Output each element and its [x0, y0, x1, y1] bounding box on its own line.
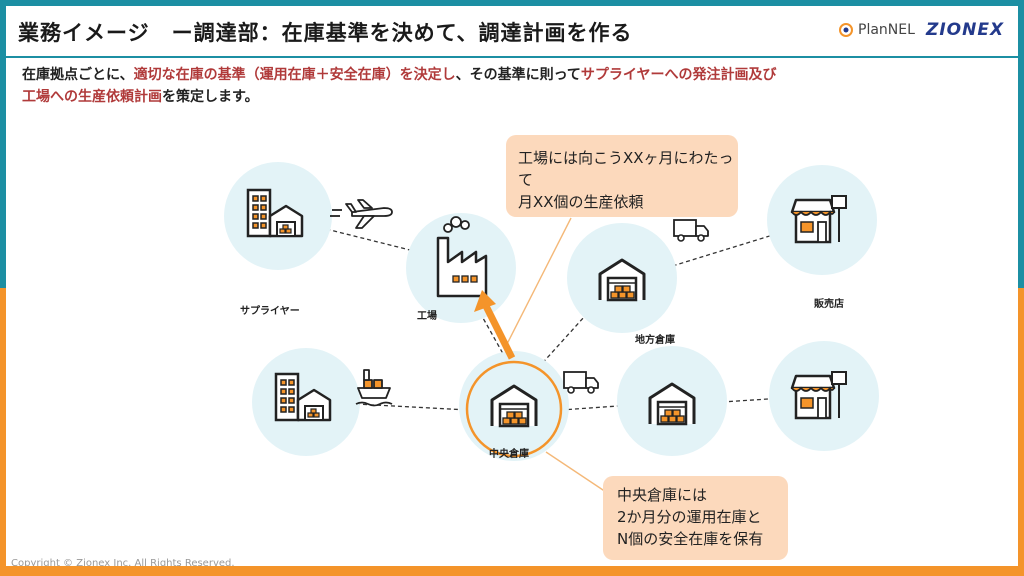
- desc-part-3: を策定します。: [162, 89, 259, 105]
- network-diagram: [224, 162, 879, 493]
- connector-supplier-central: [355, 403, 469, 411]
- central-warehouse-highlight-ring: [465, 360, 563, 458]
- central-callout-line-1: 中央倉庫には: [617, 486, 708, 504]
- desc-part-1: 在庫拠点ごとに、: [22, 67, 134, 83]
- store-label: 販売店: [814, 299, 844, 310]
- connector-central-regional-bottom: [560, 405, 619, 411]
- truck-icon-bottom: [563, 371, 599, 394]
- desc-highlight-3: 工場への生産依頼計画: [22, 89, 162, 105]
- connector-regional-store-bottom: [721, 398, 769, 403]
- callout-central-pointer: [545, 451, 607, 493]
- title-bar: 業務イメージ ー調達部：在庫基準を決めて、調達計画を作る PlanNEL ZIO…: [6, 6, 1018, 58]
- page-title: 業務イメージ ー調達部：在庫基準を決めて、調達計画を作る: [18, 21, 633, 45]
- callout-factory-pointer: [505, 217, 572, 347]
- central-callout-line-2: 2か月分の運用在庫と: [617, 508, 762, 526]
- truck-icon-top: [673, 219, 709, 242]
- central-warehouse-label: 中央倉庫: [489, 449, 529, 460]
- ship-icon: [355, 369, 393, 407]
- central-callout-line-3: N個の安全在庫を保有: [617, 530, 764, 548]
- airplane-icon: [330, 199, 393, 229]
- factory-label: 工場: [417, 311, 437, 322]
- regional-warehouse-label: 地方倉庫: [635, 335, 675, 346]
- factory-callout-line-1: 工場には向こうXXヶ月にわたって: [518, 149, 734, 189]
- desc-part-2: 、その基準に則って: [455, 67, 581, 83]
- zionex-logo: ZIONEX: [926, 20, 1005, 40]
- slide: 業務イメージ ー調達部：在庫基準を決めて、調達計画を作る PlanNEL ZIO…: [6, 6, 1018, 566]
- factory-callout: 工場には向こうXXヶ月にわたって 月XX個の生産依頼: [506, 135, 738, 217]
- factory-callout-line-2: 月XX個の生産依頼: [518, 193, 644, 211]
- connector-regional-store-top: [665, 233, 777, 269]
- plannel-logo: PlanNEL: [839, 22, 915, 38]
- desc-highlight-2: サプライヤーへの発注計画及び: [580, 67, 777, 83]
- connector-central-factory: [482, 317, 507, 360]
- supplier-label: サプライヤー: [240, 306, 300, 317]
- plannel-logo-icon: [839, 23, 853, 37]
- description-text: 在庫拠点ごとに、適切な在庫の基準（運用在庫＋安全在庫）を決定し、その基準に則って…: [22, 64, 1007, 108]
- copyright-text: Copyright © Zionex Inc. All Rights Reser…: [11, 558, 235, 566]
- desc-highlight-1: 適切な在庫の基準（運用在庫＋安全在庫）を決定し: [133, 67, 456, 83]
- production-request-arrow: [474, 290, 516, 360]
- central-warehouse-callout: 中央倉庫には 2か月分の運用在庫と N個の安全在庫を保有: [603, 476, 788, 560]
- factory-icon: [436, 216, 488, 298]
- plannel-logo-text: PlanNEL: [858, 22, 915, 38]
